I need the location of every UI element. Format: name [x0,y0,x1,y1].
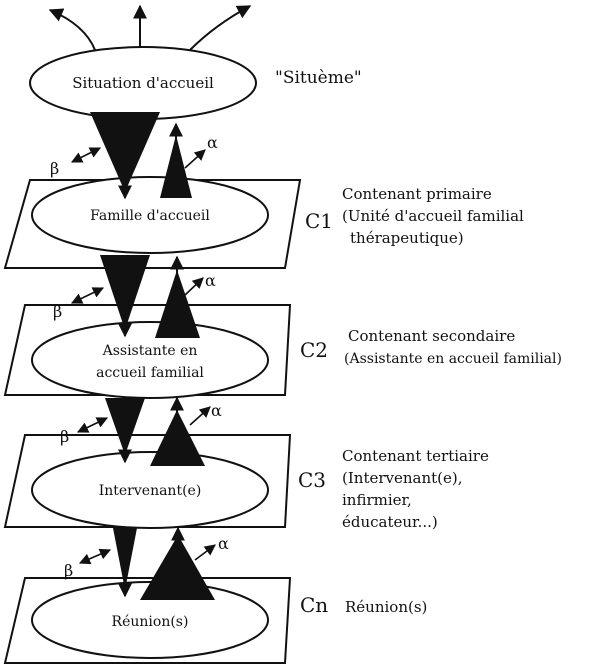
alpha-arrows [184,149,216,561]
alpha-label-4: α [218,534,229,553]
plane-c1 [3,179,302,269]
situation-node: Situation d'accueil [29,46,257,120]
arrow-up-left [48,8,96,51]
alpha-label-3: α [211,401,222,420]
desc-c2-line1: Contenant secondaire [348,327,515,345]
ellipse-cn-label: Réunion(s) [112,614,189,630]
level-c2-description: C2 Contenant secondaire (Assistante en a… [300,327,562,367]
alpha-arrow-4 [194,544,216,561]
code-c2: C2 [300,338,328,362]
ellipse-c3 [31,451,269,529]
desc-cn-line1: Réunion(s) [345,598,427,616]
beta-arrow-4 [78,548,112,565]
beta-arrow-2 [70,287,105,304]
level-c1: Famille d'accueil [3,176,302,269]
alpha-label-1: α [207,133,218,152]
desc-c1-line1: Contenant primaire [342,185,492,203]
desc-c3-line4: éducateur...) [342,513,438,531]
code-c3: C3 [298,468,326,492]
beta-label-2: β [53,302,62,321]
arrow-up-right [189,5,252,51]
desc-c1-line3: thérapeutique) [350,229,464,247]
situation-label: Situation d'accueil [72,74,214,92]
situeme-label: "Situème" [275,68,362,88]
alpha-label-2: α [205,271,216,290]
desc-c3-line1: Contenant tertiaire [342,447,489,465]
code-c1: C1 [305,209,333,233]
beta-arrow-1 [70,147,102,163]
greek-labels: β α β α β α β α [50,133,229,580]
level-c2: Assistante en accueil familial [3,304,292,399]
beta-label-3: β [60,427,69,446]
desc-c2-line2: (Assistante en accueil familial) [344,351,562,367]
plane-c2 [3,304,292,396]
beta-label-1: β [50,159,59,178]
level-c3: Intervenant(e) [3,434,292,529]
ellipse-c2-label-1: Assistante en [102,343,198,359]
plane-c3 [3,434,292,528]
ellipse-cn [31,581,269,659]
downward-flows [90,112,160,598]
alpha-arrow-3 [189,406,211,426]
level-c1-description: C1 Contenant primaire (Unité d'accueil f… [305,185,524,247]
upward-flows [140,122,215,600]
top-outgoing-arrows [48,4,252,51]
beta-label-4: β [64,561,73,580]
ellipse-c2 [31,321,269,399]
level-c3-description: C3 Contenant tertiaire (Intervenant(e), … [298,447,489,531]
beta-arrows [70,147,112,565]
desc-c3-line3: infirmier, [342,491,412,509]
desc-c3-line2: (Intervenant(e), [342,469,463,487]
code-cn: Cn [300,593,328,617]
level-cn: Réunion(s) [3,577,292,664]
ellipse-c3-label: Intervenant(e) [99,483,202,499]
ellipse-c1 [31,176,269,254]
beta-arrow-3 [76,417,109,433]
ellipse-c2-label-2: accueil familial [96,365,204,381]
desc-c1-line2: (Unité d'accueil familial [342,207,524,225]
alpha-arrow-2 [184,277,204,296]
level-cn-description: Cn Réunion(s) [300,593,427,617]
ellipse-c1-label: Famille d'accueil [90,208,210,224]
alpha-arrow-1 [184,149,206,169]
